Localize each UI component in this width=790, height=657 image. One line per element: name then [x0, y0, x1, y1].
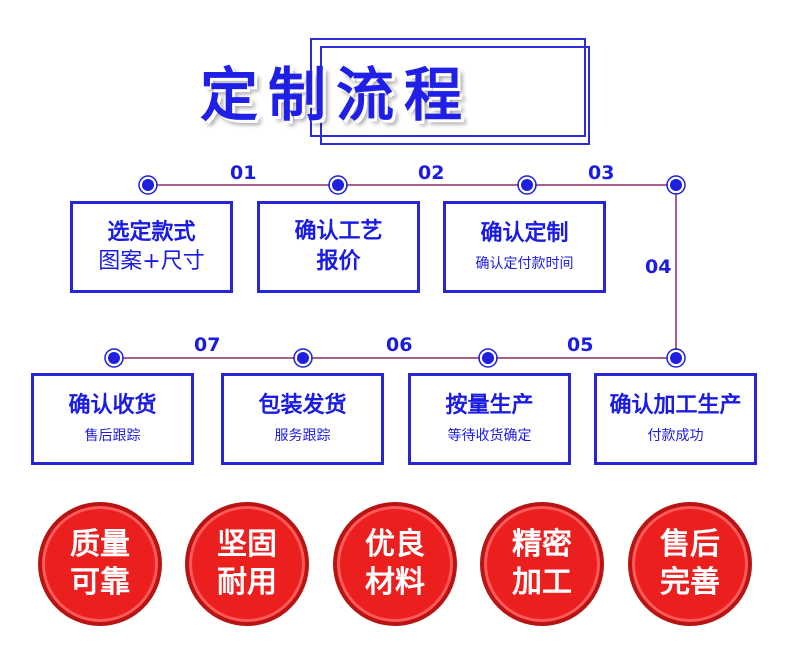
- step-box-select-style: 选定款式 图案+尺寸: [70, 201, 233, 293]
- step-subtitle: 售后跟踪: [84, 428, 141, 444]
- badge-line1: 售后: [660, 527, 720, 562]
- badge-line2: 材料: [365, 565, 425, 600]
- step-number-05: 05: [567, 334, 594, 356]
- flow-node: [330, 177, 346, 193]
- step-subtitle: 确认定付款时间: [475, 256, 574, 272]
- step-box-pack-ship: 包装发货 服务跟踪: [221, 373, 384, 465]
- step-title: 选定款式: [107, 220, 196, 245]
- step-title: 确认收货: [68, 393, 157, 418]
- badge-line1: 精密: [512, 527, 572, 562]
- step-subtitle: 服务跟踪: [274, 428, 331, 444]
- flow-node: [140, 177, 156, 193]
- step-title: 按量生产: [445, 393, 534, 418]
- badge-line2: 加工: [512, 565, 572, 600]
- flow-node: [295, 350, 311, 366]
- step-box-confirm-custom: 确认定制 确认定付款时间: [443, 201, 606, 293]
- step-title: 确认工艺: [294, 219, 383, 244]
- step-number-04: 04: [645, 256, 672, 278]
- step-number-03: 03: [588, 162, 615, 184]
- step-subtitle: 等待收货确定: [447, 428, 532, 444]
- badge-line1: 质量: [70, 527, 130, 562]
- step-box-produce: 按量生产 等待收货确定: [408, 373, 571, 465]
- step-number-06: 06: [386, 334, 413, 356]
- badge-durable: 坚固 耐用: [185, 502, 309, 626]
- badge-line2: 耐用: [217, 565, 277, 600]
- title-frame-inner: [320, 46, 590, 145]
- badge-line2: 可靠: [70, 565, 130, 600]
- step-number-02: 02: [418, 162, 445, 184]
- page-title: 定制流程: [200, 61, 473, 129]
- title-frame-outer: [310, 38, 586, 137]
- badge-precision: 精密 加工: [480, 502, 604, 626]
- flow-node: [668, 177, 684, 193]
- step-box-confirm-receipt: 确认收货 售后跟踪: [31, 373, 194, 465]
- badge-after-sales: 售后 完善: [628, 502, 752, 626]
- badge-line1: 坚固: [217, 527, 277, 562]
- badge-quality: 质量 可靠: [38, 502, 162, 626]
- step-title-line2: 报价: [316, 249, 361, 274]
- step-title: 确认加工生产: [609, 393, 742, 418]
- step-subtitle: 图案+尺寸: [98, 249, 205, 274]
- step-title: 确认定制: [480, 221, 569, 246]
- step-subtitle: 付款成功: [647, 428, 704, 444]
- flow-node: [668, 350, 684, 366]
- badge-material: 优良 材料: [333, 502, 457, 626]
- step-box-confirm-production: 确认加工生产 付款成功: [594, 373, 757, 465]
- flow-node: [106, 350, 122, 366]
- flow-node: [480, 350, 496, 366]
- title-block: 定制流程: [200, 38, 590, 148]
- badge-line1: 优良: [365, 527, 425, 562]
- step-title: 包装发货: [258, 393, 347, 418]
- step-number-01: 01: [230, 162, 257, 184]
- step-box-confirm-craft: 确认工艺 报价: [257, 201, 420, 293]
- flow-node: [519, 177, 535, 193]
- badge-line2: 完善: [660, 565, 720, 600]
- step-number-07: 07: [194, 334, 221, 356]
